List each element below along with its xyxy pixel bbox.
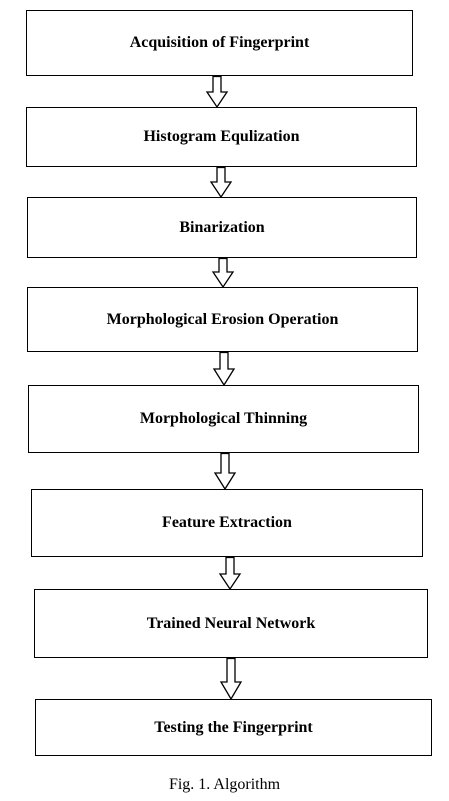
step-box-erosion: Morphological Erosion Operation <box>27 287 418 352</box>
step-box-neural-network: Trained Neural Network <box>34 589 428 658</box>
step-label: Acquisition of Fingerprint <box>129 34 310 51</box>
down-arrow-icon <box>205 75 229 109</box>
down-arrow-icon <box>213 452 237 491</box>
step-label: Histogram Equlization <box>143 128 300 145</box>
step-box-histogram: Histogram Equlization <box>26 107 417 167</box>
down-arrow-icon <box>218 556 242 591</box>
down-arrow-icon <box>219 657 243 701</box>
step-box-testing: Testing the Fingerprint <box>35 699 432 756</box>
down-arrow-icon <box>211 257 235 289</box>
step-box-thinning: Morphological Thinning <box>28 385 419 453</box>
step-label: Feature Extraction <box>162 514 292 531</box>
down-arrow-icon <box>212 351 236 387</box>
step-label: Testing the Fingerprint <box>154 718 313 736</box>
step-box-binarization: Binarization <box>27 197 417 258</box>
figure-caption: Fig. 1. Algorithm <box>168 776 281 793</box>
step-label: Morphological Thinning <box>139 410 308 427</box>
step-label: Trained Neural Network <box>146 614 316 632</box>
down-arrow-icon <box>209 166 233 199</box>
step-box-acquisition: Acquisition of Fingerprint <box>26 10 413 76</box>
step-label: Morphological Erosion Operation <box>106 310 339 328</box>
step-box-feature-extraction: Feature Extraction <box>31 489 423 557</box>
step-label: Binarization <box>179 218 265 236</box>
